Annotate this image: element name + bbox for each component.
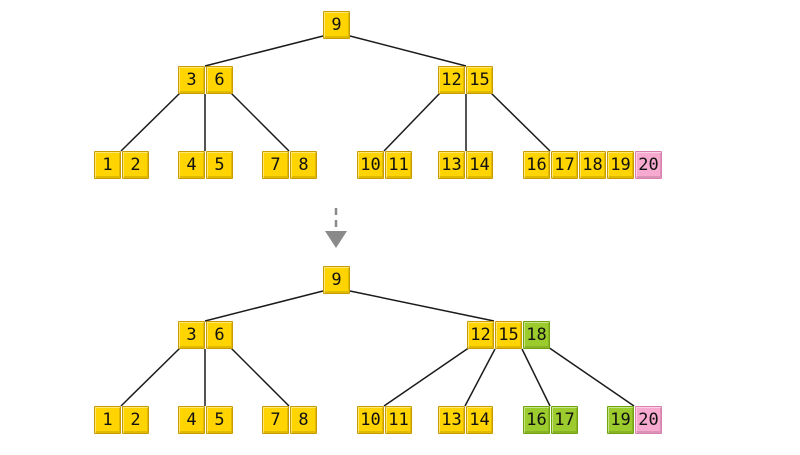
tree-cell-4: 4 [178,406,205,434]
tree-cell-14: 14 [466,406,493,434]
tree-cell-8: 8 [290,151,317,179]
tree-cell-9: 9 [323,266,350,294]
tree-cell-12: 12 [467,321,494,349]
tree-edge [120,91,182,152]
tree-cell-10: 10 [357,406,384,434]
tree-cell-5: 5 [206,406,233,434]
tree-edge [204,290,324,322]
down-arrow-icon [325,231,347,248]
tree-edge [229,91,290,152]
tree-cell-1: 1 [94,151,121,179]
tree-cell-13: 13 [438,151,465,179]
tree-edge [383,91,442,152]
tree-cell-15: 15 [466,66,493,94]
tree-cell-2: 2 [122,406,149,434]
tree-cell-3: 3 [178,321,205,349]
tree-before-node: 9 [323,11,350,39]
tree-cell-3: 3 [178,66,205,94]
tree-cell-7: 7 [262,151,289,179]
tree-edge [349,290,495,322]
tree-cell-18: 18 [523,321,550,349]
tree-cell-17: 17 [551,151,578,179]
tree-cell-1: 1 [94,406,121,434]
tree-cell-20: 20 [635,151,662,179]
tree-cell-20: 20 [635,406,662,434]
tree-cell-16: 16 [523,406,550,434]
tree-edge [120,346,182,407]
tree-cell-9: 9 [323,11,350,39]
tree-cell-6: 6 [206,66,233,94]
tree-cell-19: 19 [607,406,634,434]
tree-cell-7: 7 [262,406,289,434]
tree-edge [383,346,471,407]
tree-edge [521,348,551,407]
tree-edge [204,35,324,67]
tree-edge [229,346,290,407]
tree-cell-10: 10 [357,151,384,179]
tree-cell-8: 8 [290,406,317,434]
tree-cell-16: 16 [523,151,550,179]
tree-cell-12: 12 [438,66,465,94]
tree-after-node: 9 [323,266,350,294]
tree-edge [349,35,467,67]
tree-cell-19: 19 [607,151,634,179]
tree-cell-6: 6 [206,321,233,349]
tree-cell-17: 17 [551,406,578,434]
tree-edge [547,346,635,407]
tree-edge [464,348,496,407]
tree-cell-4: 4 [178,151,205,179]
tree-cell-5: 5 [206,151,233,179]
tree-cell-11: 11 [385,151,412,179]
tree-cell-18: 18 [579,151,606,179]
tree-cell-11: 11 [385,406,412,434]
tree-cell-2: 2 [122,151,149,179]
tree-edge [489,91,551,152]
tree-cell-13: 13 [438,406,465,434]
tree-cell-15: 15 [495,321,522,349]
tree-cell-14: 14 [466,151,493,179]
